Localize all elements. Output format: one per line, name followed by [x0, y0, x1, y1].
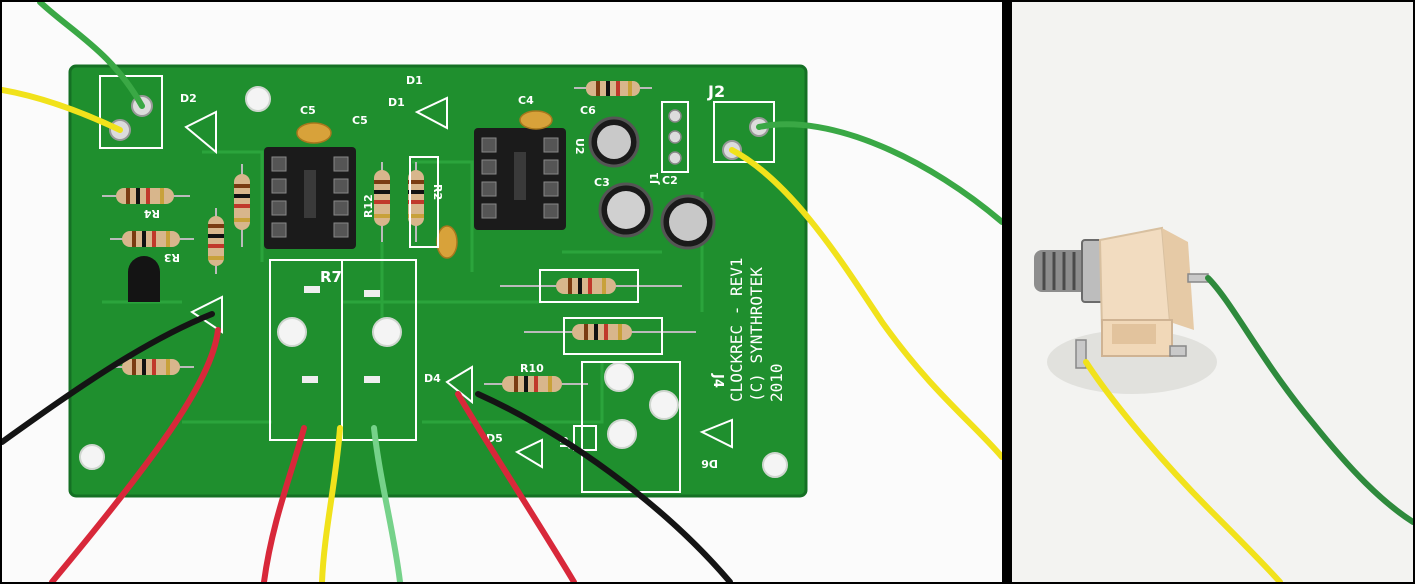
wires — [2, 2, 1002, 582]
jack-wire-yellow — [1083, 359, 1283, 582]
credit-line-2: (C) SYNTHROTEK — [747, 267, 766, 402]
jack-illustration — [1034, 226, 1413, 582]
wire-green-j1 — [37, 2, 145, 109]
jack-photo-panel — [1012, 2, 1413, 582]
pcb-photo-panel: J2 D1 D1 D2 C5 C5 C4 C6 C3 C2 J1 U2 R4 R… — [2, 2, 1002, 582]
wire-black-left — [2, 311, 215, 445]
mounting-holes — [79, 86, 788, 478]
pcb-illustration: J2 D1 D1 D2 C5 C5 C4 C6 C3 C2 J1 U2 R4 R… — [2, 2, 1002, 582]
ic-socket-right — [474, 128, 566, 230]
label-r3: R3 — [164, 251, 180, 264]
label-d4: D4 — [424, 372, 441, 385]
wire-black-d4 — [475, 391, 733, 582]
jack-body — [1098, 226, 1194, 357]
j1-outline — [99, 75, 163, 149]
wire-red-r7 — [261, 425, 307, 582]
label-d1: D1 — [406, 74, 423, 87]
wire-red-d4 — [455, 391, 577, 582]
wire-green-j2 — [756, 121, 1002, 225]
label-j2: J2 — [707, 82, 725, 101]
label-j1: J1 — [648, 172, 661, 185]
label-r12: R12 — [362, 194, 375, 218]
label-d6: D6 — [701, 457, 718, 470]
jack-barrel — [1034, 239, 1105, 303]
j2-outline — [713, 101, 775, 163]
label-c5b: C5 — [352, 114, 368, 127]
ceramic-capacitors — [296, 110, 553, 259]
electrolytic-capacitors — [588, 116, 716, 250]
wire-yellow-j1 — [2, 87, 123, 133]
pcb-board — [70, 66, 806, 496]
label-c5: C5 — [300, 104, 316, 117]
credit-text: CLOCKREC - REV1 (C) SYNTHROTEK 2010 — [727, 258, 786, 403]
silkscreen-outlines — [184, 96, 733, 493]
jack-wire-green — [1205, 275, 1413, 525]
label-c6: C6 — [580, 104, 596, 117]
credit-line-1: CLOCKREC - REV1 — [727, 258, 746, 403]
label-r4: R4 — [144, 207, 160, 220]
transistor — [128, 256, 160, 302]
credit-line-3: 2010 — [767, 363, 786, 402]
resistors — [102, 81, 696, 392]
wire-yellow-j2 — [729, 147, 1002, 460]
label-c3: C3 — [594, 176, 610, 189]
label-c4: C4 — [518, 94, 534, 107]
label-d1b: D1 — [388, 96, 405, 109]
wire-green-r7 — [371, 425, 403, 582]
pcb-traces — [102, 150, 704, 424]
label-u2: U2 — [573, 138, 586, 155]
label-j4: J4 — [710, 373, 725, 388]
label-d2: D2 — [180, 92, 197, 105]
label-c2: C2 — [662, 174, 678, 187]
label-r7: R7 — [320, 268, 342, 286]
ic-socket-left — [264, 147, 356, 249]
wire-red-left — [49, 327, 221, 582]
label-r10: R10 — [520, 362, 544, 375]
wire-yellow-r7 — [319, 425, 343, 582]
label-r2: R2 — [431, 184, 444, 200]
